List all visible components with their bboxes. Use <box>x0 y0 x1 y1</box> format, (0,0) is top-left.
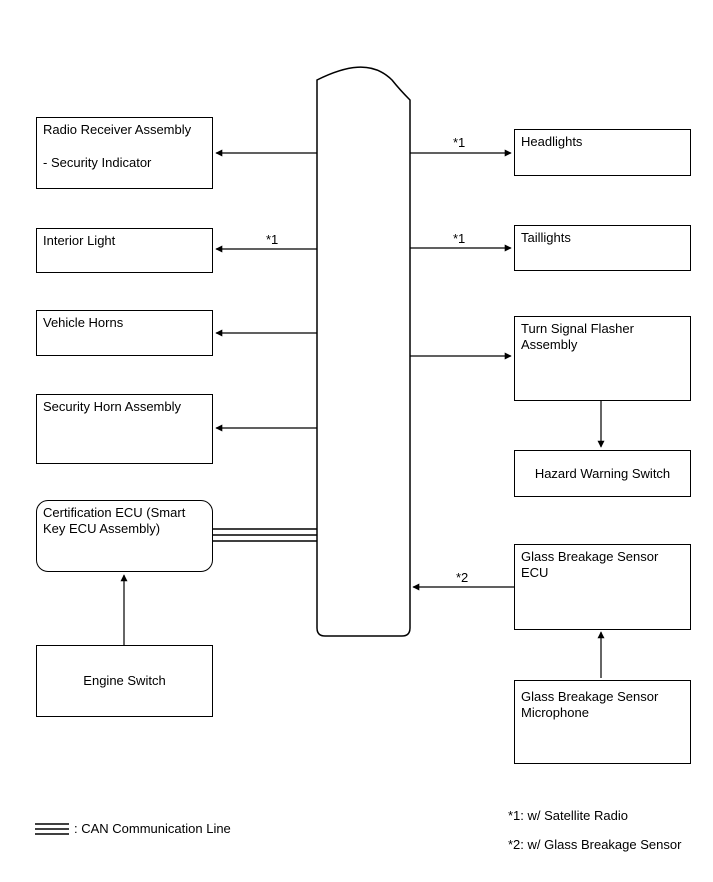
glass-ecu-line2: ECU <box>521 565 549 580</box>
certification-ecu-line1: Certification ECU (Smart <box>43 505 186 520</box>
hazard-switch-box: Hazard Warning Switch <box>514 450 691 497</box>
headlights-box: Headlights <box>514 129 691 176</box>
note-headlights: *1 <box>453 135 466 150</box>
footnote-2: *2: w/ Glass Breakage Sensor <box>508 837 682 852</box>
turn-signal-line2: Assembly <box>521 337 578 352</box>
glass-mic-line1: Glass Breakage Sensor <box>521 689 659 704</box>
note-taillights: *1 <box>453 231 466 246</box>
engine-switch-box: Engine Switch <box>36 645 213 717</box>
vehicle-horns-label: Vehicle Horns <box>43 315 124 330</box>
radio-receiver-box: Radio Receiver Assembly - Security Indic… <box>36 117 213 189</box>
security-indicator-label: - Security Indicator <box>43 155 152 170</box>
legend-can-label: : CAN Communication Line <box>74 821 231 836</box>
legend-can-symbol <box>35 823 69 835</box>
radio-receiver-title: Radio Receiver Assembly <box>43 122 192 137</box>
note-interior-light: *1 <box>266 232 279 247</box>
certification-ecu-line2: Key ECU Assembly) <box>43 521 161 536</box>
footnote-1: *1: w/ Satellite Radio <box>508 808 628 823</box>
vehicle-horns-box: Vehicle Horns <box>36 310 213 356</box>
main-ecu-body <box>316 66 411 637</box>
glass-mic-line2: Microphone <box>521 705 589 720</box>
hazard-switch-label: Hazard Warning Switch <box>534 465 671 481</box>
glass-ecu-box: Glass Breakage Sensor ECU <box>514 544 691 630</box>
note-glass-ecu: *2 <box>456 570 469 585</box>
interior-light-label: Interior Light <box>43 233 116 248</box>
turn-signal-line1: Turn Signal Flasher <box>521 321 634 336</box>
interior-light-box: Interior Light <box>36 228 213 273</box>
glass-ecu-line1: Glass Breakage Sensor <box>521 549 659 564</box>
engine-switch-label: Engine Switch <box>83 673 166 688</box>
taillights-label: Taillights <box>521 230 571 245</box>
turn-signal-box: Turn Signal Flasher Assembly <box>514 316 691 401</box>
certification-ecu-box: Certification ECU (Smart Key ECU Assembl… <box>36 500 213 572</box>
security-horn-box: Security Horn Assembly <box>36 394 213 464</box>
security-horn-label: Security Horn Assembly <box>43 399 181 414</box>
glass-mic-box: Glass Breakage Sensor Microphone <box>514 680 691 764</box>
taillights-box: Taillights <box>514 225 691 271</box>
can-communication-line <box>213 528 317 542</box>
headlights-label: Headlights <box>521 134 583 149</box>
